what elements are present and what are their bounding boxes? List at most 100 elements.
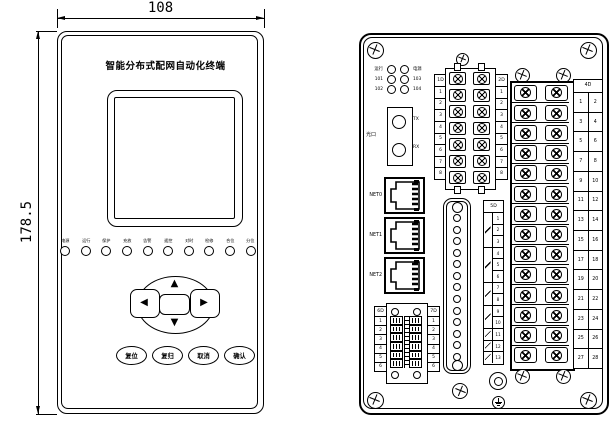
corner-screw-icon bbox=[579, 41, 597, 59]
corner-screw-icon bbox=[579, 391, 597, 409]
screw-terminal-column bbox=[449, 72, 466, 184]
led-circle-icon bbox=[122, 246, 133, 256]
ethernet-port-label: NET1 bbox=[369, 233, 382, 238]
terminal-number: 5 bbox=[435, 134, 446, 146]
terminal-number: 1 bbox=[574, 93, 589, 112]
contact-symbol-icon bbox=[484, 283, 492, 306]
led-label: 运行 bbox=[81, 239, 91, 244]
screw-terminal bbox=[513, 347, 537, 364]
terminal-row bbox=[512, 184, 569, 205]
connector-pin-icon bbox=[452, 248, 461, 257]
connector-pins bbox=[452, 214, 461, 361]
ethernet-port-row: NET2 bbox=[356, 257, 425, 294]
screw-terminal bbox=[449, 138, 466, 151]
terminal-number: 2 bbox=[375, 326, 386, 336]
terminal-number: 6 bbox=[493, 271, 503, 283]
mini-terminal-row bbox=[390, 359, 422, 368]
terminal-number: 4 bbox=[493, 248, 503, 260]
terminal-number: 3 bbox=[428, 335, 439, 345]
screw-terminal bbox=[473, 105, 490, 118]
terminal-number: 9 bbox=[574, 171, 589, 191]
strip-header: 5D bbox=[484, 201, 503, 213]
screw-terminal bbox=[513, 286, 537, 303]
terminal-number: 4 bbox=[375, 345, 386, 354]
front-key-button: 复位 bbox=[116, 346, 147, 365]
ethernet-port-row: NET0 bbox=[356, 177, 425, 214]
mini-terminal bbox=[390, 359, 403, 368]
screw-terminal bbox=[449, 121, 466, 135]
screw-terminal bbox=[544, 307, 568, 324]
terminal-number: 27 bbox=[574, 349, 589, 369]
terminal-number: 8 bbox=[593, 159, 597, 165]
terminal-number: 2 bbox=[593, 99, 597, 105]
led-label: 分位 bbox=[246, 239, 255, 244]
rx-label: RX bbox=[413, 145, 420, 150]
connector-pin-icon bbox=[452, 306, 461, 315]
large-terminal-rows bbox=[512, 83, 569, 365]
screw-terminal bbox=[513, 266, 537, 283]
extension-line bbox=[36, 413, 57, 415]
strip-header: 4D bbox=[574, 80, 602, 93]
rear-led-row: 运行 电源 bbox=[366, 64, 430, 74]
terminal-block-divider bbox=[404, 316, 410, 368]
strip-header: 6D bbox=[375, 307, 386, 317]
terminal-number: 4 bbox=[593, 119, 597, 125]
terminal-row bbox=[512, 305, 569, 326]
terminal-number: 6 bbox=[379, 364, 382, 370]
screw-terminal bbox=[513, 84, 537, 101]
led-label: 合位 bbox=[225, 239, 235, 244]
screw-terminal bbox=[449, 88, 466, 102]
terminal-number: 3 bbox=[574, 112, 589, 132]
screw-terminal bbox=[473, 72, 490, 85]
screw-terminal bbox=[473, 138, 490, 151]
front-led-indicator: 合位 bbox=[220, 238, 241, 256]
screw-terminal bbox=[544, 246, 568, 263]
rear-led-row: 102 104 bbox=[366, 84, 430, 94]
terminal-number: 15 bbox=[574, 231, 589, 250]
screw-terminal bbox=[544, 286, 568, 303]
contact-symbol-icon bbox=[484, 352, 492, 363]
terminal-number: 5 bbox=[493, 259, 503, 272]
front-key-button: 复归 bbox=[152, 346, 183, 365]
led-circle-icon bbox=[183, 246, 194, 256]
block-screw-icon bbox=[514, 368, 530, 384]
screw-terminal bbox=[449, 105, 466, 118]
led-label: 检修 bbox=[205, 239, 214, 244]
rj45-jack-icon bbox=[384, 217, 425, 254]
led-circle-icon bbox=[204, 246, 215, 256]
terminal-number: 2 bbox=[428, 326, 439, 336]
mini-terminal bbox=[409, 333, 422, 342]
terminal-number: 7 bbox=[435, 157, 446, 169]
terminal-number: 25 bbox=[574, 329, 589, 349]
terminal-row bbox=[512, 285, 569, 306]
front-led-indicator: 电源 bbox=[55, 238, 76, 256]
rear-led-cluster: 运行 电源 101 103 102 104 bbox=[366, 64, 430, 94]
mini-terminal bbox=[390, 350, 403, 360]
connector-pin-icon bbox=[452, 283, 461, 292]
optical-tx-port bbox=[391, 115, 406, 129]
dimension-line-left bbox=[38, 31, 39, 414]
extension-line bbox=[263, 9, 265, 28]
mini-terminal bbox=[409, 342, 422, 351]
terminal-number: 1 bbox=[428, 317, 439, 327]
led-label: 运行 bbox=[374, 67, 383, 72]
dim-arrow-right-icon bbox=[256, 16, 264, 20]
terminal-number: 12 bbox=[592, 198, 599, 204]
extension-line bbox=[56, 9, 58, 28]
front-led-indicator: 充放 bbox=[117, 238, 138, 256]
screw-terminal bbox=[544, 104, 568, 121]
screw-terminal bbox=[449, 72, 466, 85]
corner-screw-icon bbox=[366, 41, 384, 59]
led-circle-icon bbox=[400, 64, 409, 74]
device-title: 智能分布式配网自动化终端 bbox=[105, 61, 226, 72]
nav-center-pad bbox=[159, 294, 190, 315]
connector-mounting-hole-icon bbox=[451, 359, 463, 371]
